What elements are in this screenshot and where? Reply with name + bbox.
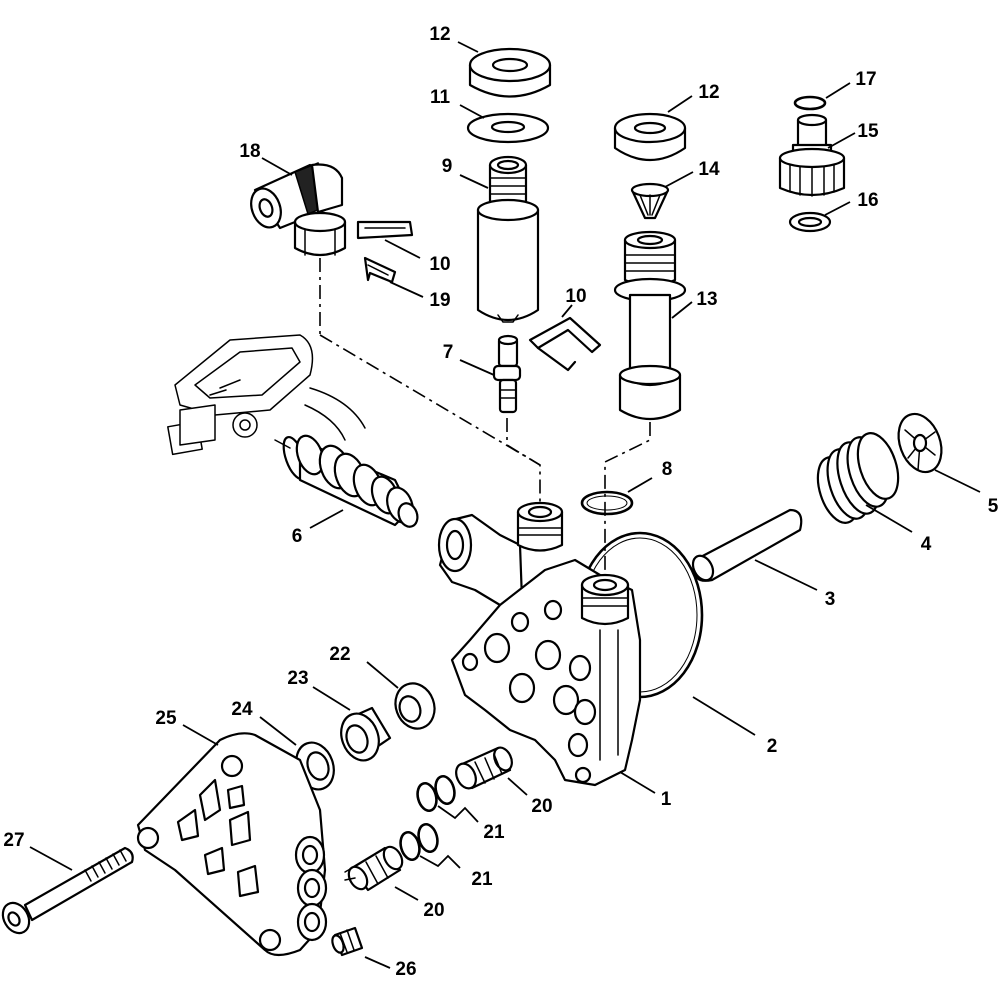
- callout-21-upper: 21: [483, 822, 505, 843]
- o-rings-21-upper: [416, 774, 456, 813]
- callout-5: 5: [988, 496, 999, 517]
- callout-1: 1: [661, 789, 672, 810]
- callout-10-right: 10: [565, 286, 586, 307]
- callout-16: 16: [857, 190, 878, 211]
- pump-manifold: [437, 501, 642, 787]
- bolt-27: [1, 846, 134, 935]
- callout-21-lower: 21: [471, 869, 493, 890]
- callout-19: 19: [429, 290, 450, 311]
- valve-housing: [613, 230, 687, 420]
- valve-stem: [492, 334, 522, 414]
- callout-12-left: 12: [429, 24, 450, 45]
- seal-retainer-23: [340, 706, 392, 762]
- spring-retainer: [897, 412, 943, 474]
- callout-7: 7: [443, 342, 454, 363]
- callout-labels: 1 2 3 4 5 6 7 8 9 10 10 11 12 12 13 14 1…: [3, 24, 998, 980]
- callout-27: 27: [3, 830, 24, 851]
- callout-3: 3: [825, 589, 836, 610]
- callout-15: 15: [857, 121, 879, 142]
- retaining-clip-10-right: [528, 316, 602, 372]
- callout-22: 22: [329, 644, 350, 665]
- callout-10-left: 10: [429, 254, 450, 275]
- inlet-coupler: [778, 113, 846, 197]
- leader-lines: [29, 41, 981, 969]
- unloader-valve: [274, 434, 419, 528]
- callout-2: 2: [767, 736, 778, 757]
- filter-screen: [630, 182, 670, 220]
- spring: [816, 432, 900, 524]
- callout-26: 26: [395, 959, 416, 980]
- callout-8: 8: [662, 459, 673, 480]
- callout-23: 23: [287, 668, 308, 689]
- seal-22: [394, 682, 436, 730]
- washer-16: [788, 211, 832, 233]
- callout-17: 17: [855, 69, 876, 90]
- plug-26: [331, 926, 364, 957]
- callout-14: 14: [698, 159, 720, 180]
- o-rings-21-lower: [399, 822, 439, 862]
- motor-housing-outline: [167, 334, 366, 456]
- callout-12-right: 12: [698, 82, 719, 103]
- callout-4: 4: [921, 534, 932, 555]
- piston: [691, 508, 803, 582]
- assembly-center-lines: [319, 258, 651, 580]
- callout-25: 25: [155, 708, 177, 729]
- retaining-clip-19: [363, 256, 397, 284]
- callout-13: 13: [696, 289, 717, 310]
- check-valve-20-upper: [455, 746, 513, 790]
- collar-12-right: [613, 112, 687, 161]
- o-ring-8: [580, 490, 634, 516]
- callout-20-upper: 20: [531, 796, 552, 817]
- callout-9: 9: [442, 156, 453, 177]
- o-ring-17: [793, 95, 827, 111]
- callout-24: 24: [231, 699, 253, 720]
- washer-11: [466, 112, 550, 144]
- callout-20-lower: 20: [423, 900, 444, 921]
- retaining-clip-10-left: [356, 220, 414, 240]
- cylinder-head: [136, 732, 328, 957]
- outlet-elbow: [250, 162, 347, 257]
- callout-6: 6: [292, 526, 303, 547]
- callout-18: 18: [239, 141, 260, 162]
- callout-11: 11: [430, 87, 451, 108]
- discharge-pipe: [476, 155, 540, 323]
- check-valve-20-lower: [344, 845, 404, 892]
- collar-12-left: [468, 47, 552, 98]
